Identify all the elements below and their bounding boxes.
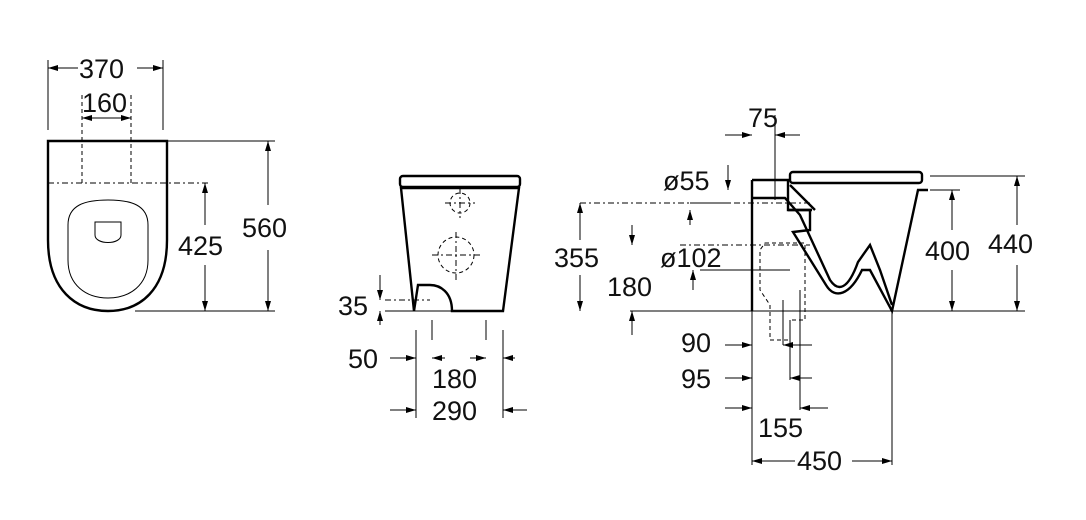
dim-290: 290 (432, 396, 477, 426)
dim-450: 450 (797, 446, 842, 476)
dim-425: 425 (178, 231, 223, 261)
dim-diameter-102: ø102 (660, 243, 722, 273)
top-view: 370 160 425 560 (46, 54, 287, 313)
dim-diameter-55: ø55 (663, 166, 710, 196)
dim-75: 75 (748, 103, 778, 133)
dim-370: 370 (79, 54, 124, 84)
dim-95: 95 (681, 364, 711, 394)
dim-355: 355 (554, 243, 599, 273)
dim-400: 400 (925, 236, 970, 266)
side-view: 75 ø55 355 ø102 180 400 440 90 95 155 45… (554, 103, 1033, 476)
dim-180-front: 180 (432, 364, 477, 394)
dim-35: 35 (338, 291, 368, 321)
dim-155: 155 (758, 413, 803, 443)
front-view: 35 50 180 290 (338, 174, 527, 426)
dim-440: 440 (988, 229, 1033, 259)
dim-180-side: 180 (607, 272, 652, 302)
dim-560: 560 (242, 213, 287, 243)
dim-90: 90 (681, 328, 711, 358)
dim-160: 160 (82, 88, 127, 118)
dim-50: 50 (348, 344, 378, 374)
